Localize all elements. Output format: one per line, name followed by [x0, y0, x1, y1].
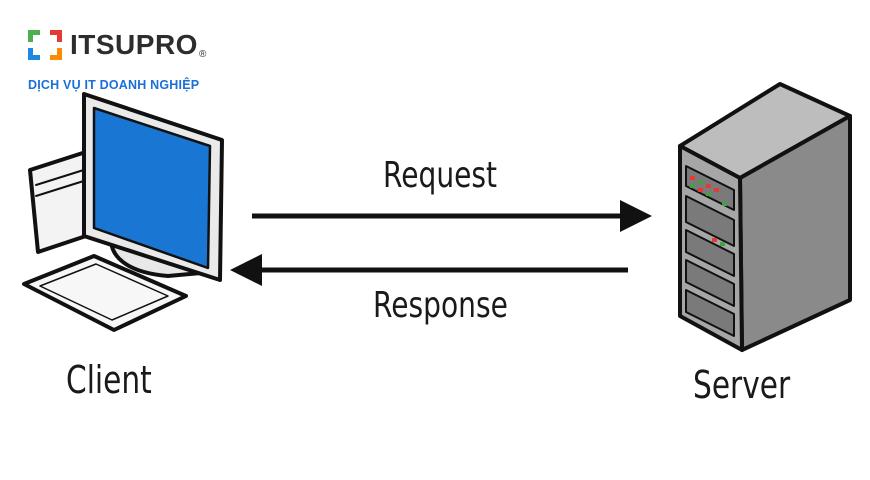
logo-name: ITSUPRO® [70, 29, 207, 61]
server-label: Server [693, 363, 791, 407]
logo-mark-icon [28, 30, 62, 60]
request-arrow [252, 200, 652, 232]
client-computer-icon [22, 92, 224, 332]
request-label: Request [383, 155, 498, 196]
response-label: Response [373, 285, 508, 326]
server-tower-icon [678, 82, 852, 352]
registered-mark: ® [198, 49, 207, 60]
client-label: Client [66, 358, 152, 402]
response-arrow [230, 254, 628, 286]
server-status-leds [690, 176, 727, 246]
logo-tagline: DỊCH VỤ IT DOANH NGHIỆP [28, 78, 200, 92]
brand-logo: ITSUPRO® DỊCH VỤ IT DOANH NGHIỆP [26, 22, 266, 96]
